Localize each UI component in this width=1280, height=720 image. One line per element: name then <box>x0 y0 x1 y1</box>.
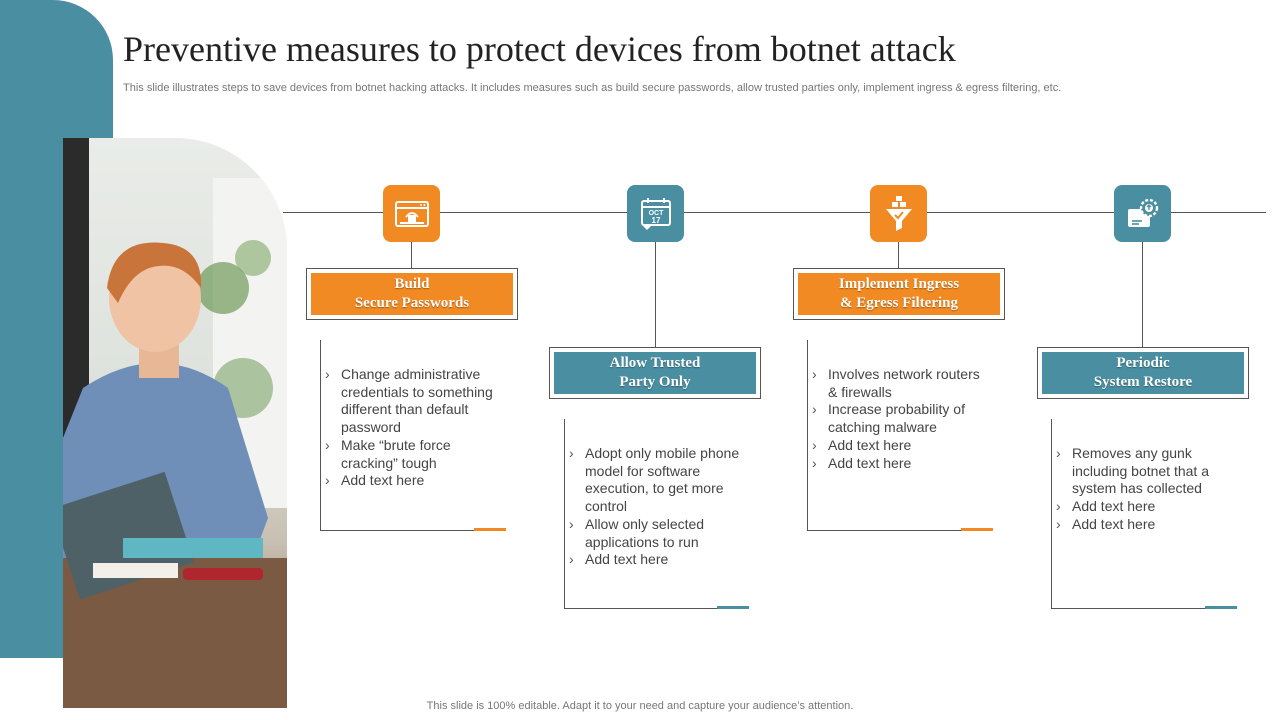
step-3-label: Implement Ingress & Egress Filtering <box>793 268 1005 320</box>
step-2-body: Adopt only mobile phone model for softwa… <box>564 419 748 609</box>
step-3-bullet: Add text here <box>808 437 984 455</box>
step-2-bullet: Allow only selected applications to run <box>565 516 741 551</box>
filter-funnel-icon <box>885 195 912 231</box>
step-4-bullet: Removes any gunk including botnet that a… <box>1052 445 1228 498</box>
step-2-accent <box>717 606 749 609</box>
step-2-icon-box: OCT 17 <box>627 185 684 242</box>
step-2-label-line2: Party Only <box>619 374 691 390</box>
step-4-bullet: Add text here <box>1052 516 1228 534</box>
step-1-bullet: Change administrative credentials to som… <box>321 366 497 437</box>
step-3-bullet-list: Involves network routers & firewalls Inc… <box>808 366 984 472</box>
calendar-day: 17 <box>651 216 660 225</box>
restore-settings-icon <box>1127 198 1158 227</box>
step-4-body: Removes any gunk including botnet that a… <box>1051 419 1237 609</box>
step-4-accent <box>1205 606 1237 609</box>
calendar-month: OCT <box>648 210 664 217</box>
step-3-label-line2: & Egress Filtering <box>839 295 959 311</box>
person-illustration <box>63 138 287 708</box>
step-1-accent <box>474 528 506 531</box>
step-4-bullet-list: Removes any gunk including botnet that a… <box>1052 445 1228 534</box>
step-1-label-line1: Build <box>394 276 430 292</box>
page-subtitle: This slide illustrates steps to save dev… <box>123 82 1062 94</box>
step-3-bullet: Increase probability of catching malware <box>808 401 984 436</box>
step-4-bullet: Add text here <box>1052 498 1228 516</box>
step-1-bullet-list: Change administrative credentials to som… <box>321 366 497 490</box>
step-1-body: Change administrative credentials to som… <box>320 340 506 531</box>
person-photo <box>63 138 287 708</box>
step-2-bullet: Add text here <box>565 551 741 569</box>
step-4-label-line2: System Restore <box>1093 374 1193 390</box>
step-3-connector <box>898 242 899 268</box>
timeline-line <box>283 212 1266 213</box>
calendar-icon: OCT 17 <box>640 197 671 230</box>
step-1-label-line2: Secure Passwords <box>354 295 470 311</box>
step-2-bullet: Adopt only mobile phone model for softwa… <box>565 445 741 516</box>
step-3-label-line1: Implement Ingress <box>838 276 960 292</box>
step-2-connector <box>655 242 656 348</box>
step-4-icon-box <box>1114 185 1171 242</box>
step-4-label-line1: Periodic <box>1116 355 1170 371</box>
step-1-bullet: Add text here <box>321 472 497 490</box>
step-3-icon-box <box>870 185 927 242</box>
step-1-bullet: Make “brute force cracking” tough <box>321 437 497 472</box>
password-browser-icon <box>394 200 429 227</box>
step-3-accent <box>961 528 993 531</box>
step-2-bullet-list: Adopt only mobile phone model for softwa… <box>565 445 741 569</box>
step-1-connector <box>411 242 412 268</box>
page-title: Preventive measures to protect devices f… <box>123 29 956 69</box>
step-4-connector <box>1142 242 1143 348</box>
step-3-bullet: Add text here <box>808 455 984 473</box>
step-3-bullet: Involves network routers & firewalls <box>808 366 984 401</box>
step-1-icon-box <box>383 185 440 242</box>
footer-note: This slide is 100% editable. Adapt it to… <box>426 700 854 712</box>
step-2-label-line1: Allow Trusted <box>609 355 701 371</box>
step-3-body: Involves network routers & firewalls Inc… <box>807 340 993 531</box>
